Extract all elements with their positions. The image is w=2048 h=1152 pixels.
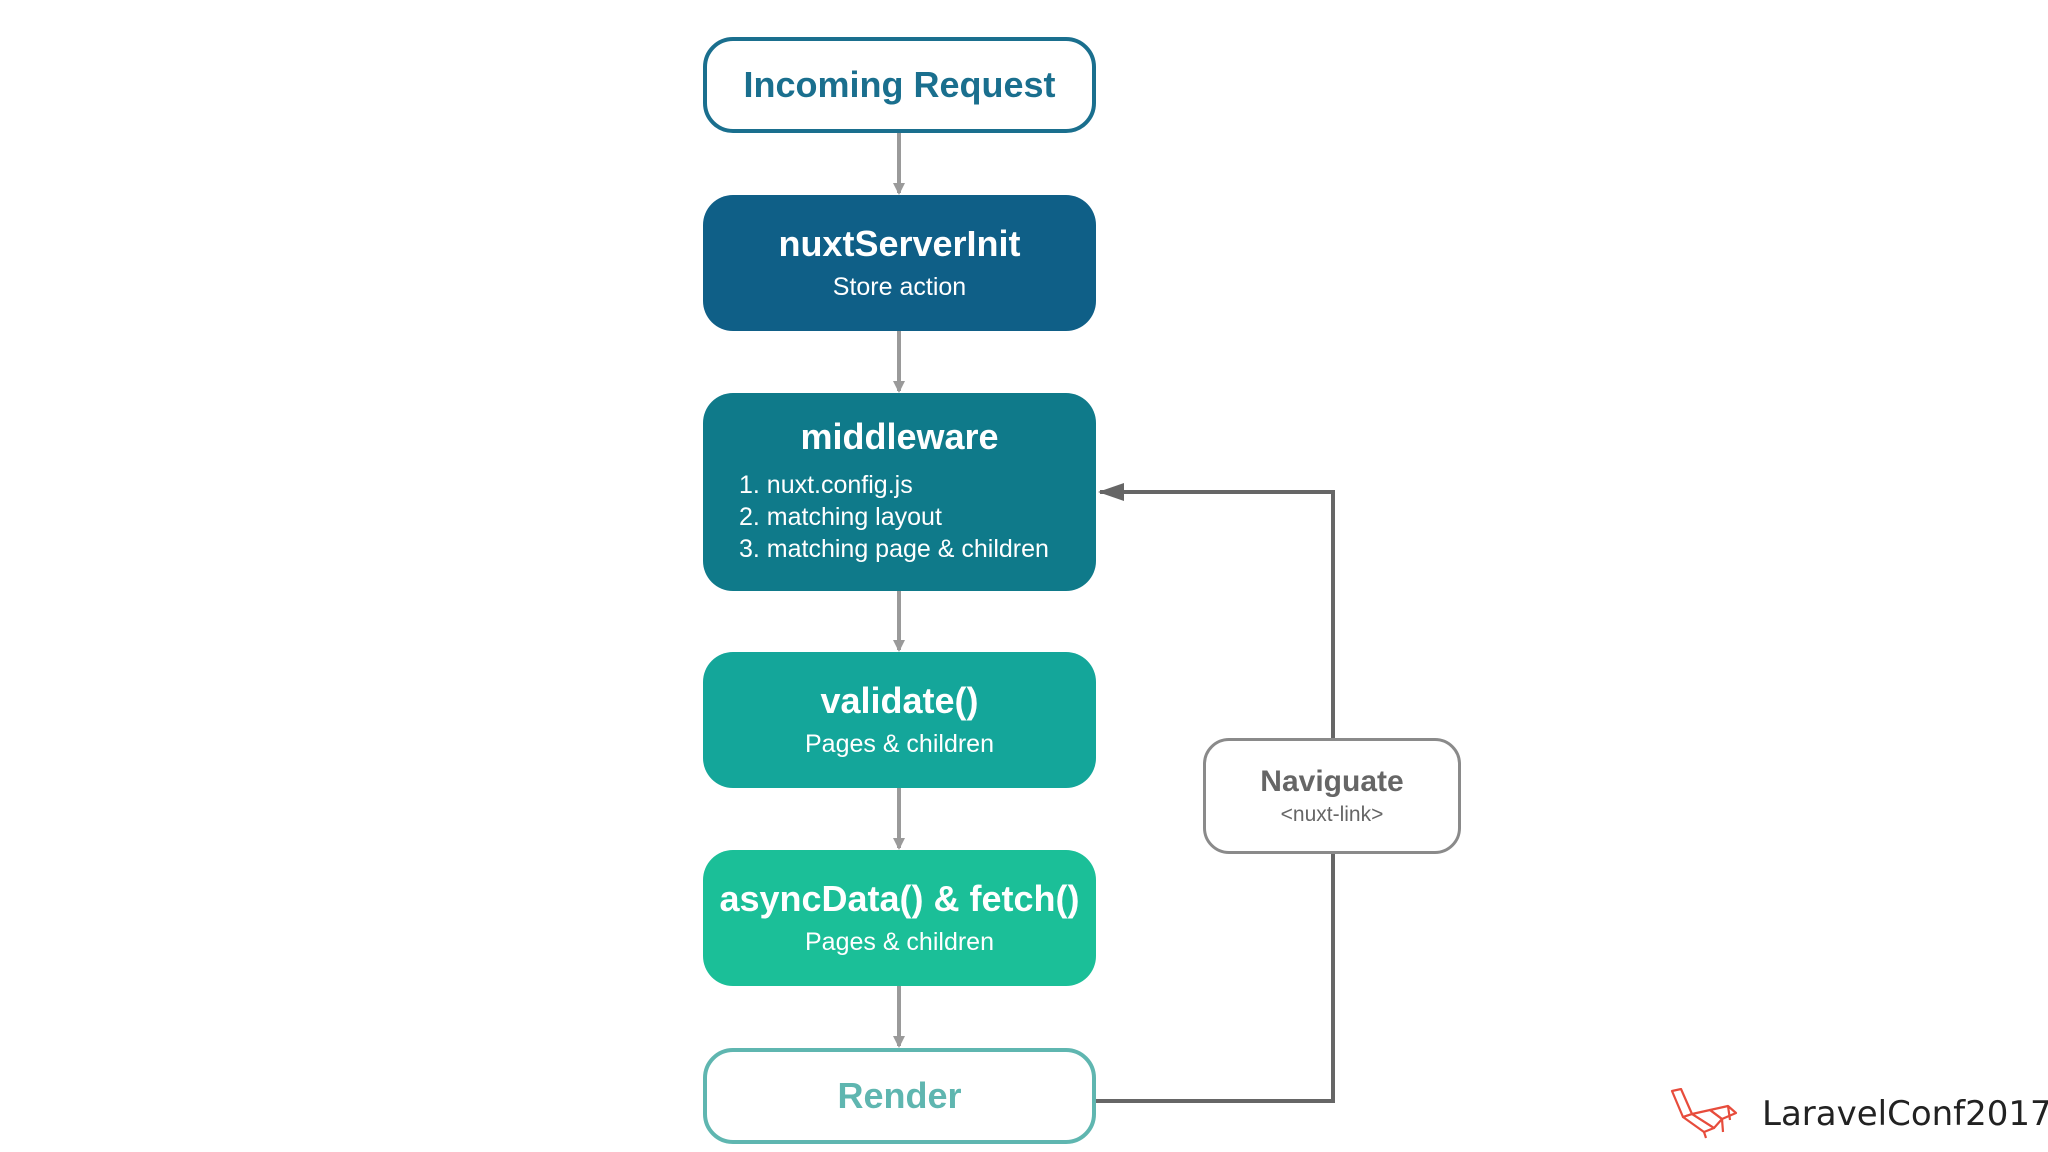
node-incoming-request: Incoming Request — [703, 37, 1096, 133]
node-subtitle: Pages & children — [804, 730, 994, 758]
brand-text: LaravelConf2017 — [1762, 1094, 2048, 1134]
node-title: Render — [837, 1075, 962, 1116]
loop-navigate-to-middleware — [1098, 483, 1335, 738]
node-title: validate() — [820, 680, 979, 721]
node-middleware: middleware 1. nuxt.config.js 2. matching… — [703, 393, 1096, 591]
node-render: Render — [703, 1048, 1096, 1144]
node-title: middleware — [800, 416, 999, 457]
node-title: Naviguate — [1260, 765, 1404, 798]
middleware-step: 2. matching layout — [739, 503, 942, 531]
middleware-step: 3. matching page & children — [739, 535, 1049, 563]
node-validate: validate() Pages & children — [703, 652, 1096, 788]
brand: LaravelConf2017 — [1670, 1088, 2048, 1140]
node-nuxt-server-init: nuxtServerInit Store action — [703, 195, 1096, 331]
node-async-data-fetch: asyncData() & fetch() Pages & children — [703, 850, 1096, 986]
node-subtitle: Pages & children — [804, 928, 994, 956]
loop-render-to-navigate — [1096, 854, 1335, 1103]
node-subtitle: <nuxt-link> — [1280, 803, 1384, 826]
middleware-steps: 1. nuxt.config.js 2. matching layout 3. … — [739, 469, 1049, 565]
node-navigate: Naviguate <nuxt-link> — [1203, 738, 1461, 854]
node-title: nuxtServerInit — [778, 223, 1021, 264]
laravel-logo-icon — [1670, 1088, 1738, 1139]
node-title: asyncData() & fetch() — [719, 878, 1080, 919]
node-subtitle: Store action — [832, 273, 967, 301]
middleware-step: 1. nuxt.config.js — [739, 471, 913, 499]
node-title: Incoming Request — [743, 64, 1056, 105]
